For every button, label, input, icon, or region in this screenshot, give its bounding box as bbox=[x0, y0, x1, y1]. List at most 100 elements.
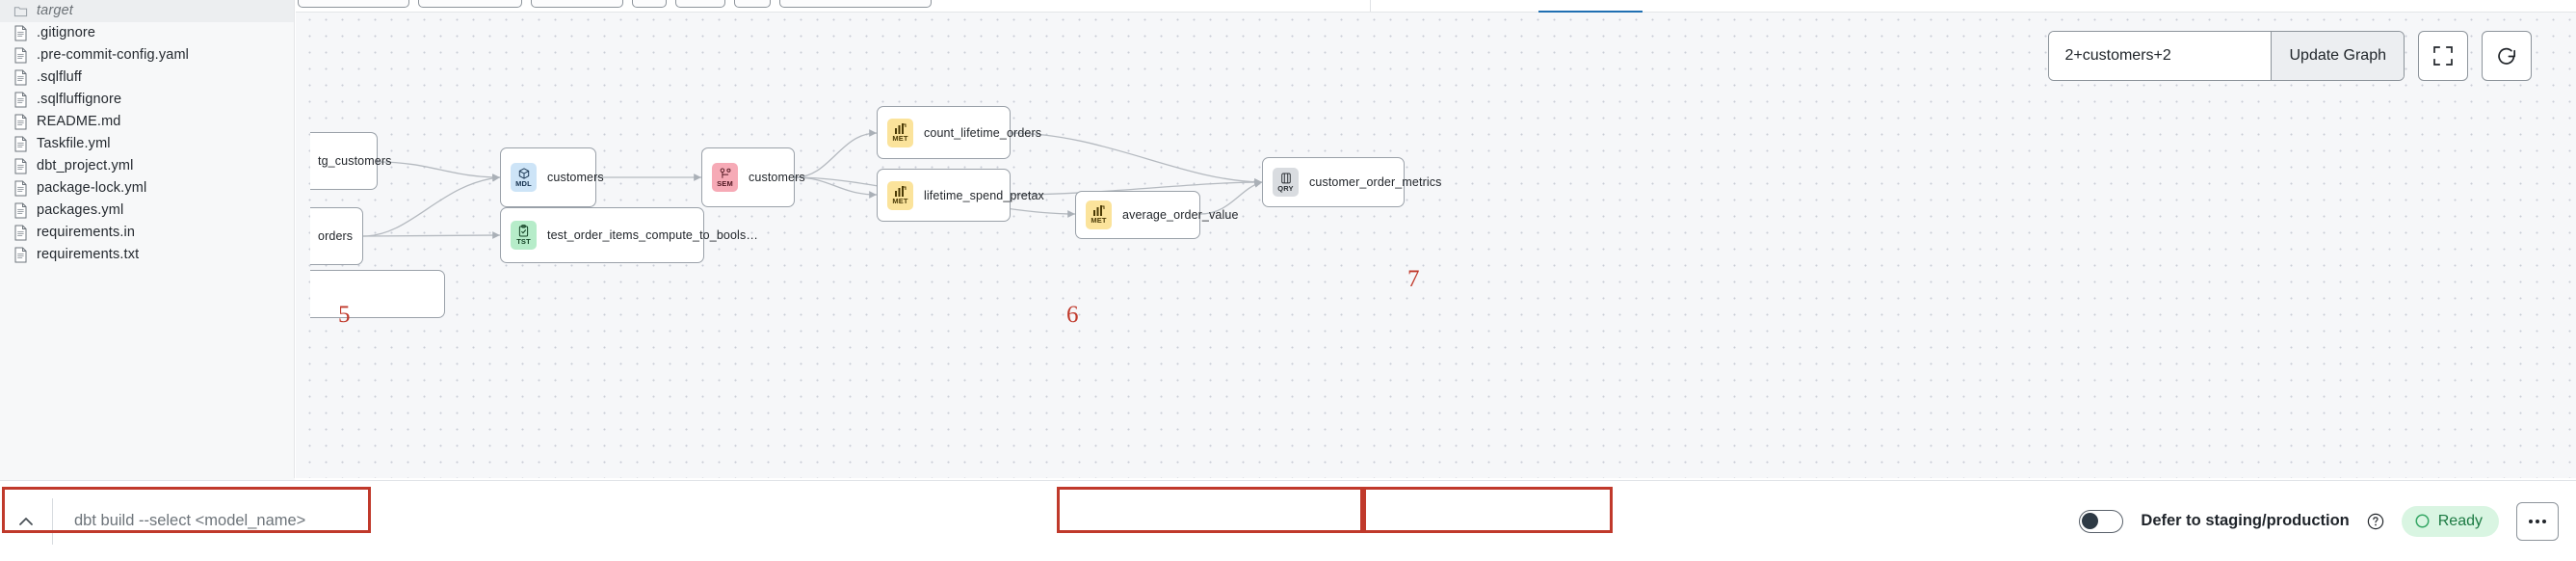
node-type-badge: MET bbox=[887, 118, 913, 147]
file-icon bbox=[14, 180, 27, 197]
file-row[interactable]: package-lock.yml bbox=[0, 177, 294, 200]
file-label: dbt_project.yml bbox=[37, 158, 134, 174]
file-row[interactable]: .pre-commit-config.yaml bbox=[0, 44, 294, 67]
toolbar-button-2[interactable] bbox=[418, 0, 522, 8]
toolbar-button-6[interactable] bbox=[734, 0, 771, 8]
lineage-node[interactable] bbox=[310, 270, 445, 318]
file-label: .sqlfluff bbox=[37, 69, 82, 86]
file-icon bbox=[14, 92, 27, 108]
node-type-label: MDL bbox=[515, 178, 532, 188]
file-label: package-lock.yml bbox=[37, 180, 147, 197]
file-list: target .gitignore .pre-commit-config.yaml.… bbox=[0, 0, 294, 266]
query-icon bbox=[1280, 173, 1291, 184]
ready-status-badge[interactable]: Ready bbox=[2401, 505, 2499, 537]
ready-status-label: Ready bbox=[2437, 512, 2483, 529]
file-label: README.md bbox=[37, 114, 121, 130]
file-label: .sqlfluffignore bbox=[37, 92, 122, 108]
defer-help-button[interactable] bbox=[2367, 513, 2384, 530]
file-row[interactable]: .gitignore bbox=[0, 22, 294, 44]
file-icon bbox=[14, 136, 27, 152]
graph-query-input[interactable] bbox=[2049, 32, 2272, 80]
file-icon bbox=[14, 158, 27, 174]
fullscreen-icon bbox=[2433, 46, 2453, 66]
lineage-node[interactable]: MET count_lifetime_orders bbox=[877, 106, 1041, 159]
node-type-badge: SEM bbox=[712, 163, 738, 192]
graph-query-group: Update Graph bbox=[2048, 31, 2405, 81]
node-type-badge: TST bbox=[511, 221, 537, 250]
test-clipboard-icon bbox=[518, 225, 529, 237]
file-explorer-panel: target .gitignore .pre-commit-config.yaml.… bbox=[0, 0, 295, 478]
file-label: packages.yml bbox=[37, 202, 124, 219]
file-icon bbox=[14, 247, 27, 263]
command-history-toggle[interactable] bbox=[0, 498, 52, 545]
file-row[interactable]: .sqlfluffignore bbox=[0, 89, 294, 111]
toolbar-button-1[interactable] bbox=[298, 0, 409, 8]
node-type-badge: QRY bbox=[1273, 168, 1299, 197]
file-icon bbox=[14, 114, 27, 130]
node-type-label: TST bbox=[516, 237, 531, 247]
file-row[interactable]: target bbox=[0, 0, 294, 22]
file-row[interactable]: requirements.in bbox=[0, 222, 294, 244]
node-type-label: MET bbox=[892, 133, 908, 143]
node-label: lifetime_spend_pretax bbox=[924, 188, 1044, 202]
toolbar-button-3[interactable] bbox=[531, 0, 623, 8]
node-label: test_order_items_compute_to_bools… bbox=[547, 228, 758, 242]
node-type-badge: MDL bbox=[511, 163, 537, 192]
more-dot-2 bbox=[2536, 519, 2539, 523]
file-row[interactable]: README.md bbox=[0, 111, 294, 133]
node-label: average_order_value bbox=[1122, 208, 1239, 222]
node-label: customer_order_metrics bbox=[1309, 175, 1442, 189]
update-graph-button[interactable]: Update Graph bbox=[2271, 32, 2404, 80]
toolbar-button-7[interactable] bbox=[779, 0, 932, 8]
node-label: orders bbox=[318, 229, 354, 243]
toolbar-button-5[interactable] bbox=[675, 0, 725, 8]
more-options-button[interactable] bbox=[2516, 501, 2559, 541]
defer-toggle-label: Defer to staging/production bbox=[2141, 512, 2350, 529]
file-row[interactable]: requirements.txt bbox=[0, 244, 294, 266]
defer-toggle[interactable] bbox=[2079, 509, 2124, 533]
file-row[interactable]: dbt_project.yml bbox=[0, 155, 294, 177]
file-label: requirements.txt bbox=[37, 247, 140, 263]
file-icon bbox=[14, 25, 27, 41]
file-icon bbox=[14, 202, 27, 219]
graph-toolbar: Update Graph bbox=[2048, 31, 2532, 81]
node-label: tg_customers bbox=[318, 154, 392, 168]
lineage-node[interactable]: MDL customers bbox=[500, 147, 604, 207]
lineage-node[interactable]: QRY customer_order_metrics bbox=[1262, 157, 1441, 207]
bar-chart-icon bbox=[1093, 205, 1105, 217]
node-type-label: MET bbox=[1091, 216, 1107, 226]
file-row[interactable]: .sqlfluff bbox=[0, 67, 294, 89]
folder-icon bbox=[13, 7, 28, 17]
lineage-node[interactable]: orders bbox=[310, 207, 363, 265]
node-type-label: SEM bbox=[717, 178, 733, 188]
node-type-label: QRY bbox=[1277, 183, 1294, 193]
more-dot-1 bbox=[2529, 519, 2533, 523]
refresh-button[interactable] bbox=[2482, 31, 2532, 81]
file-row[interactable]: Taskfile.yml bbox=[0, 133, 294, 155]
refresh-icon bbox=[2497, 47, 2515, 65]
chevron-up-icon bbox=[19, 517, 33, 525]
file-label: target bbox=[37, 3, 73, 19]
lineage-node[interactable]: tg_customers bbox=[310, 132, 391, 190]
node-type-label: MET bbox=[892, 196, 908, 205]
lineage-node[interactable]: MET average_order_value bbox=[1075, 191, 1238, 239]
file-icon bbox=[14, 225, 27, 241]
file-label: .pre-commit-config.yaml bbox=[37, 47, 190, 64]
help-circle-icon bbox=[2367, 513, 2383, 529]
bar-chart-icon bbox=[895, 185, 907, 197]
file-row[interactable]: packages.yml bbox=[0, 200, 294, 222]
node-label: count_lifetime_orders bbox=[924, 125, 1042, 140]
node-label: customers bbox=[547, 171, 604, 184]
lineage-node[interactable]: TST test_order_items_compute_to_bools… bbox=[500, 207, 758, 263]
lineage-node[interactable]: MET lifetime_spend_pretax bbox=[877, 169, 1044, 222]
model-cube-icon bbox=[518, 168, 529, 179]
dbt-command-input[interactable] bbox=[74, 512, 363, 530]
toolbar-button-4[interactable] bbox=[632, 0, 667, 8]
file-icon bbox=[14, 47, 27, 64]
fullscreen-button[interactable] bbox=[2418, 31, 2468, 81]
defer-toggle-knob bbox=[2082, 512, 2099, 529]
status-circle-icon bbox=[2415, 514, 2430, 528]
